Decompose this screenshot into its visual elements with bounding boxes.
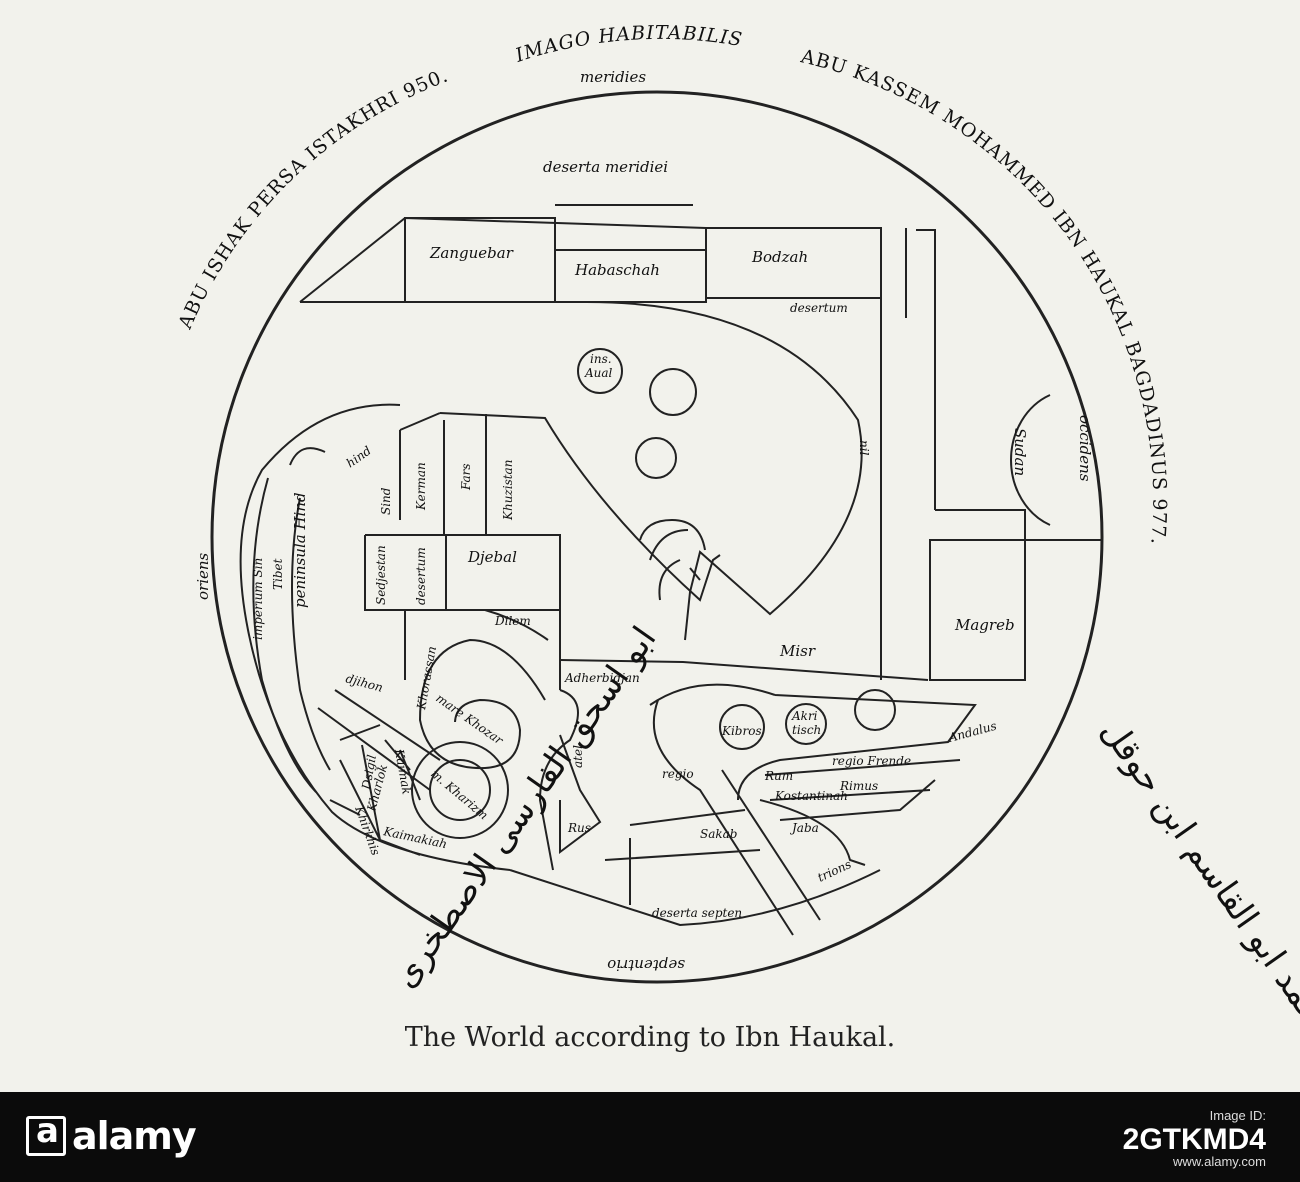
label-ins: ins.: [590, 352, 612, 366]
image-id-block: Image ID: 2GTKMD4: [1123, 1108, 1266, 1157]
label-fars: Fars: [459, 463, 473, 491]
kharizm-lake-outer: [411, 741, 509, 839]
label-desertum: desertum: [790, 301, 848, 315]
label-oriens: oriens: [194, 552, 212, 600]
label-desertum-2: desertum: [414, 547, 428, 605]
gulf-inner: [649, 529, 689, 601]
island-aual: [577, 348, 623, 394]
label-kerman: Kerman: [414, 462, 428, 511]
india-inner-1: [252, 477, 317, 793]
label-kibros: Kibros: [721, 724, 762, 738]
label-zanguebar: Zanguebar: [429, 244, 514, 262]
map-caption: The World according to Ibn Haukal.: [404, 1022, 896, 1053]
mediterranean-coast: [559, 659, 929, 681]
island-kibros: [719, 704, 765, 750]
stock-url: www.alamy.com: [1173, 1154, 1266, 1169]
label-adherbidjan: Adherbidjan: [564, 671, 640, 685]
persia-region-lines: [364, 412, 561, 690]
label-djihon: djihon: [344, 671, 384, 694]
sudan-arc: [1010, 394, 1051, 526]
alamy-logo-text: alamy: [72, 1114, 197, 1158]
label-kaimakiah: Kaimakiah: [381, 824, 448, 851]
india-china-lobe: [239, 403, 511, 871]
label-meridies: meridies: [580, 68, 646, 86]
slav-lines: [604, 799, 866, 905]
label-occidens: occidens: [1076, 415, 1094, 482]
label-jaba: Jaba: [789, 821, 819, 835]
label-deserta-septen: deserta septen: [652, 906, 742, 920]
image-id-code: 2GTKMD4: [1122, 1123, 1266, 1156]
island-2: [649, 368, 697, 416]
mediterranean-basin: [649, 683, 977, 801]
india-inner-3: [291, 497, 331, 771]
persian-gulf-outline: [439, 412, 721, 602]
label-regio: regio: [662, 767, 694, 781]
label-andalus: Andalus: [946, 719, 998, 745]
alamy-logo-icon: [26, 1111, 66, 1156]
label-tisch: tisch: [792, 723, 821, 737]
label-sedjestan: Sedjestan: [374, 545, 388, 605]
label-sind: Sind: [379, 487, 393, 515]
rim-text-right: ABU KASSEM MOHAMMED IBN HAUKAL BAGDADINU…: [798, 45, 1170, 546]
label-rum: Rum: [764, 769, 793, 783]
label-tibet: Tibet: [271, 558, 285, 590]
label-misr: Misr: [779, 642, 816, 660]
label-dsigil: Dsigil: [359, 753, 379, 791]
label-septentrio: septentrio: [607, 956, 685, 974]
island-akritisch: [785, 703, 827, 745]
rum-coast: [652, 699, 961, 936]
label-dilem: Dilem: [494, 614, 531, 628]
label-djebal: Djebal: [467, 548, 517, 566]
alamy-logo: alamy: [26, 1111, 197, 1158]
rim-text-top: IMAGO HABITABILIS: [512, 22, 745, 67]
label-habaschah: Habaschah: [574, 261, 660, 279]
label-magreb: Magreb: [954, 616, 1015, 634]
world-disk-outline: [210, 90, 1104, 984]
label-hind-sea: hind: [344, 443, 374, 470]
label-rimus: Rimus: [839, 779, 878, 793]
label-rus: Rus: [567, 821, 591, 835]
historical-map-image: ABU ISHAK PERSA ISTAKHRI 950. IMAGO HABI…: [173, 21, 1300, 1053]
label-khuzistan: Khuzistan: [501, 460, 515, 521]
label-akri: Akri: [791, 709, 818, 723]
label-m-kharizm: m. Kharizm: [428, 767, 491, 823]
caspian-outer: [538, 689, 579, 871]
label-deserta-meridiei: deserta meridiei: [543, 158, 668, 176]
arabic-inscription-right: محمد ابو القاسم ابن حوقل: [1093, 712, 1300, 1047]
west-africa-coast: [929, 509, 1102, 681]
caspian-sea-spiral: [418, 638, 546, 770]
world-map-drawing: ABU ISHAK PERSA ISTAKHRI 950. IMAGO HABI…: [174, 22, 1300, 1048]
label-bodzah: Bodzah: [751, 248, 808, 266]
label-sudan: Sudan: [1011, 428, 1029, 476]
label-sakab: Sakab: [700, 827, 737, 841]
label-kaimak: Kaimak: [392, 747, 414, 795]
label-imperium-sin: imperium Sin: [251, 558, 265, 640]
label-trions: trions: [815, 857, 853, 885]
label-peninsula-hind: peninsula Hind: [291, 492, 309, 608]
label-kostantinah: Kostantinah: [774, 789, 848, 803]
volga-river: [559, 734, 602, 854]
indian-ocean-coast: [300, 300, 863, 641]
island-3: [635, 437, 677, 479]
label-atel: atel: [571, 745, 585, 768]
label-mare-khozar: mare Khozar: [433, 691, 506, 748]
turk-regions-lines: [329, 724, 421, 856]
nile-channel: [880, 228, 936, 680]
label-aual: Aual: [584, 366, 613, 380]
north-desert-line: [509, 869, 881, 927]
label-nil: nil: [857, 440, 871, 456]
image-id-label: Image ID:: [1209, 1108, 1266, 1123]
india-inner-2: [289, 447, 326, 466]
stock-watermark-bar: alamy Image ID: 2GTKMD4 www.alamy.com: [0, 1092, 1300, 1182]
island-sicily: [854, 689, 896, 731]
label-regio-frende: regio Frende: [832, 754, 911, 768]
